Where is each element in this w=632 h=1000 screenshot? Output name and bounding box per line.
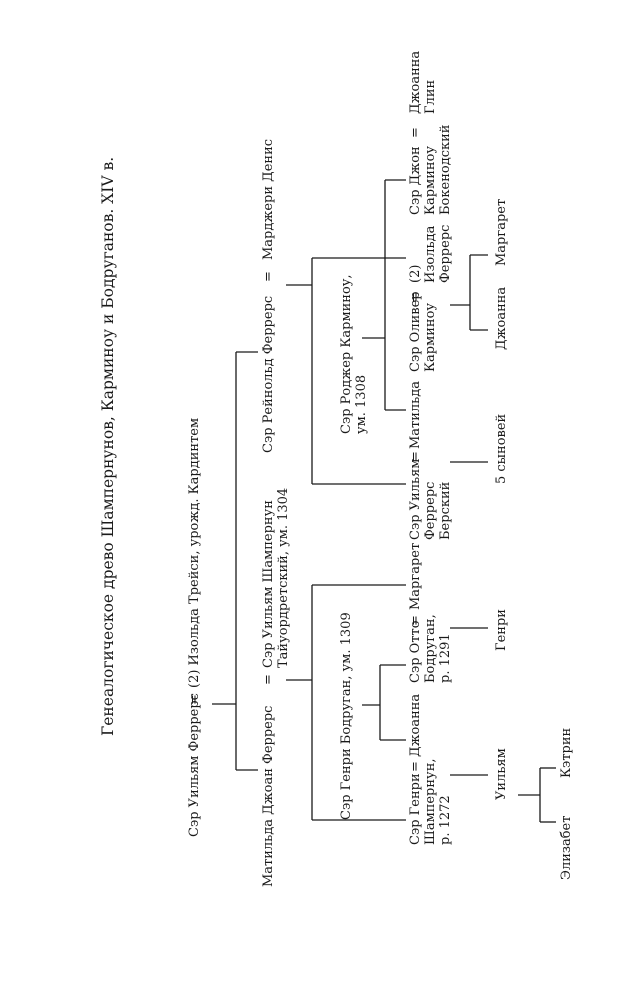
- person-otto-bodrugan-line-2: Бодруган,: [423, 614, 438, 683]
- marriage-sign-3: =: [261, 271, 276, 282]
- person-margery-denis: Марджери Денис: [261, 139, 276, 260]
- person-otto-bodrugan-line-1: Сэр Отто: [408, 620, 423, 683]
- marriage-sign-7: =: [408, 292, 423, 303]
- person-roger-carminow: Сэр Роджер Карминоу,ум. 1308: [339, 274, 369, 434]
- person-elizabeth: Элизабет: [559, 816, 574, 880]
- person-oliver-carminow-line-1: Сэр Оливер: [408, 291, 423, 372]
- person-roger-carminow-line-1: Сэр Роджер Карминоу,: [339, 274, 354, 434]
- person-margaret-1-line-1: Маргарет: [408, 543, 423, 610]
- person-william-jr: Уильям: [494, 748, 509, 800]
- person-william-champernoun-line-2: Тайуордретский, ум. 1304: [276, 488, 291, 668]
- person-henry-bodrugan: Сэр Генри Бодруган, ум. 1309: [339, 612, 354, 820]
- person-isolda-ferrers-line-1: (2): [408, 265, 423, 283]
- person-matilda-joan-line-1: Матильда Джоан Феррерс: [261, 706, 276, 887]
- person-matilda-joan: Матильда Джоан Феррерс: [261, 706, 276, 887]
- marriage-sign-6: =: [408, 451, 423, 462]
- marriage-sign-2: =: [261, 674, 276, 685]
- person-isolda-tracy-line-1: (2) Изольда Трейси, урожд. Кардинтем: [187, 418, 202, 688]
- name-labels: Генеалогическое древо Шампернунов, Карми…: [99, 51, 574, 887]
- person-william-ferrers-line-1: Сэр Уильям Феррерс: [187, 693, 202, 837]
- person-joanna-2-line-1: Джоанна: [494, 287, 509, 350]
- person-matilda-line-1: Матильда: [408, 381, 423, 449]
- person-katherine: Кэтрин: [559, 728, 574, 778]
- marriage-sign-1: =: [187, 694, 202, 705]
- person-joanna-glynn-line-1: Джоанна: [408, 51, 423, 114]
- person-margery-denis-line-1: Марджери Денис: [261, 139, 276, 260]
- person-reynold-ferrers: Сэр Рейнольд Феррерс: [261, 296, 276, 453]
- person-isolda-ferrers-line-2: Изольда: [423, 225, 438, 283]
- person-five-sons-line-1: 5 сыновей: [494, 414, 509, 484]
- person-henry-champernoun-line-2: Шампернун,: [423, 759, 438, 846]
- person-william-ferrers: Сэр Уильям Феррерс: [187, 693, 202, 837]
- person-henry-champernoun-line-3: р. 1272: [438, 795, 453, 845]
- person-margaret-2-line-1: Маргарет: [494, 199, 509, 266]
- person-joanna-2: Джоанна: [494, 287, 509, 350]
- connector-lines: [212, 179, 556, 823]
- person-william-ferrers-bere-line-2: Феррерс: [423, 482, 438, 540]
- marriage-sign-5: =: [408, 615, 423, 626]
- person-katherine-line-1: Кэтрин: [559, 728, 574, 778]
- person-elizabeth-line-1: Элизабет: [559, 816, 574, 880]
- person-william-ferrers-bere-line-3: Берский: [438, 482, 453, 540]
- person-margaret-2: Маргарет: [494, 199, 509, 266]
- person-matilda: Матильда: [408, 381, 423, 449]
- person-joanna-1: Джоанна: [408, 694, 423, 757]
- person-isolda-ferrers-line-3: Феррерс: [438, 225, 453, 283]
- person-henry-jr: Генри: [494, 609, 509, 651]
- person-joanna-1-line-1: Джоанна: [408, 694, 423, 757]
- marriage-sign-8: =: [408, 127, 423, 138]
- person-william-jr-line-1: Уильям: [494, 748, 509, 800]
- page-title: Генеалогическое древо Шампернунов, Карми…: [99, 157, 117, 736]
- person-john-carminow-line-1: Сэр Джон: [408, 146, 423, 215]
- marriage-sign-4: =: [408, 761, 423, 772]
- person-henry-jr-line-1: Генри: [494, 609, 509, 651]
- person-margaret-1: Маргарет: [408, 543, 423, 610]
- person-reynold-ferrers-line-1: Сэр Рейнольд Феррерс: [261, 296, 276, 453]
- person-otto-bodrugan-line-3: р. 1291: [438, 633, 453, 683]
- person-william-ferrers-bere-line-1: Сэр Уильям: [408, 459, 423, 540]
- person-john-carminow-line-3: Бокенодский: [438, 125, 453, 215]
- person-henry-champernoun-line-1: Сэр Генри: [408, 773, 423, 845]
- person-roger-carminow-line-2: ум. 1308: [354, 375, 369, 434]
- person-henry-bodrugan-line-1: Сэр Генри Бодруган, ум. 1309: [339, 612, 354, 820]
- person-william-champernoun-line-1: Сэр Уильям Шампернун: [261, 500, 276, 668]
- person-joanna-glynn-line-2: Глин: [423, 80, 438, 114]
- person-john-carminow-line-2: Карминоу: [423, 146, 438, 215]
- person-oliver-carminow-line-2: Карминоу: [423, 303, 438, 372]
- person-isolda-tracy: (2) Изольда Трейси, урожд. Кардинтем: [187, 418, 202, 688]
- person-five-sons: 5 сыновей: [494, 414, 509, 484]
